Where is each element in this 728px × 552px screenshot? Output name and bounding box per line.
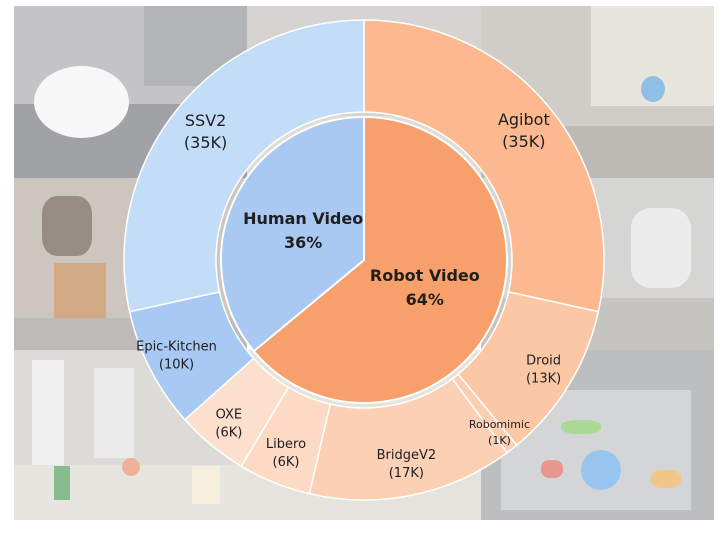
inner-slice-human-video (220, 115, 365, 353)
outer-slice-count-robomimic: (1K) (488, 434, 511, 447)
outer-slice-count-droid: (13K) (526, 371, 561, 386)
outer-slice-count-oxe: (6K) (215, 425, 242, 440)
outer-slice-label-ssv2: SSV2 (185, 111, 226, 130)
outer-slice-count-bridgev2: (17K) (389, 466, 424, 481)
outer-slice-count-ssv2: (35K) (184, 133, 227, 152)
inner-labels: Robot Video 64% Human Video 36% (243, 209, 480, 309)
outer-slice-label-robomimic: Robomimic (469, 418, 530, 431)
outer-slice-agibot (363, 19, 605, 313)
inner-ring (220, 115, 508, 404)
inner-slice-percent-robot-video: 64% (406, 290, 444, 309)
outer-slice-label-agibot: Agibot (498, 110, 550, 129)
outer-slice-count-epic-kitchen: (10K) (159, 357, 194, 372)
outer-slice-label-bridgev2: BridgeV2 (377, 448, 437, 463)
inner-slice-label-human-video: Human Video (243, 209, 363, 228)
outer-slice-label-epic-kitchen: Epic-Kitchen (136, 339, 217, 354)
outer-slice-label-droid: Droid (526, 353, 561, 368)
outer-slice-label-oxe: OXE (216, 407, 243, 422)
outer-slice-count-libero: (6K) (273, 455, 300, 470)
inner-slice-percent-human-video: 36% (284, 233, 322, 252)
outer-labels: Agibot (35K) Droid (13K) Robomimic (1K) Bridge… (136, 110, 561, 481)
outer-slice-ssv2 (123, 19, 365, 313)
inner-slice-label-robot-video: Robot Video (370, 266, 480, 285)
outer-ring (123, 19, 605, 501)
inner-slice-robot-video (252, 115, 508, 404)
outer-slice-count-agibot: (35K) (502, 132, 545, 151)
outer-slice-label-libero: Libero (266, 437, 306, 452)
